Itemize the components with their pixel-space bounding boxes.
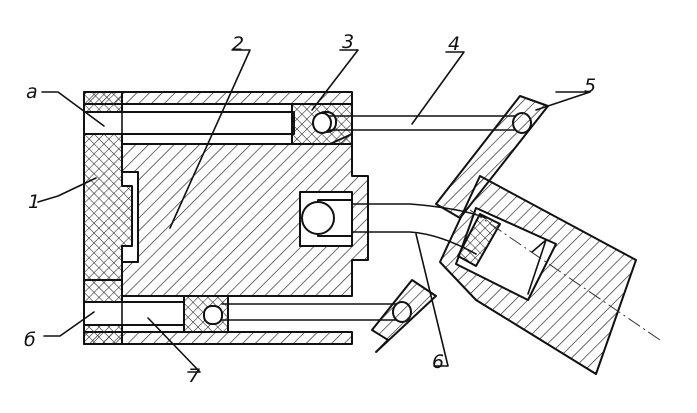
label-5: 5 (584, 75, 596, 97)
link-6 (301, 201, 487, 255)
upper-bore (83, 103, 295, 145)
housing (83, 91, 353, 345)
label-2: 2 (232, 33, 244, 55)
tilted-block (371, 95, 637, 375)
label-7: 7 (188, 365, 200, 387)
label-1: 1 (28, 191, 40, 213)
label-a: a (26, 81, 38, 103)
axis-center-line (469, 209, 661, 341)
piston-7 (183, 295, 229, 333)
label-4: 4 (448, 33, 460, 55)
label-6: 6 (432, 351, 444, 373)
label-b: б (24, 329, 36, 351)
label-3: 3 (342, 31, 354, 53)
leader-lines (37, 49, 591, 373)
